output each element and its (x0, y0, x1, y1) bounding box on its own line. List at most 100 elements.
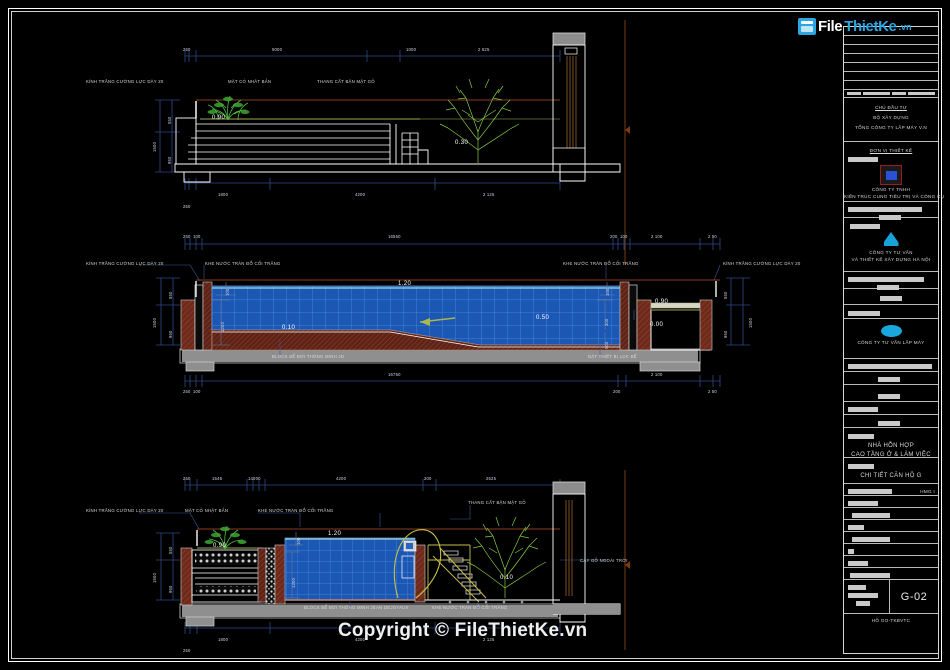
tb-info-3 (844, 520, 938, 532)
dim-bot-bot-3: 2 125 (483, 637, 495, 642)
dim-bot-inner-1: 100 (296, 537, 301, 545)
label-overflow-bot: KHE NƯỚC TRÀN ĐỔ CỐI TRẮNG (258, 508, 334, 513)
tb-blank-c (844, 289, 938, 305)
tb-blank-i (844, 415, 938, 428)
tb-project-line1: NHÀ HỖN HỢP (867, 443, 915, 449)
dim-mid-inner-3: 100 (605, 288, 610, 296)
dim-mid-top-3: 16550 (388, 234, 401, 239)
dim-mid-inner-2: 1200 (220, 321, 225, 332)
tb-project-block: NHÀ HỖN HỢP CAO TẦNG Ở & LÀM VIỆC (844, 428, 938, 458)
folder-icon (798, 18, 816, 35)
tb-info-4 (844, 532, 938, 544)
section-bottom-geometry (139, 470, 630, 650)
dim-bot-left-2: 550 (168, 546, 173, 554)
tb-owner-line1: BỘ XÂY DỰNG (873, 115, 909, 120)
label-glass-bot: KÍNH TRẮNG CƯỜNG LỰC DÀY 20 (86, 508, 164, 513)
dim-bot-left-3: 950 (168, 585, 173, 593)
section-top-geometry (155, 20, 630, 265)
dim-mid-top-4: 200 (610, 234, 618, 239)
tb-company1-line1: CÔNG TY TNHH (871, 187, 911, 192)
dim-mid-inner-5: 500 (604, 341, 609, 349)
dim-mid-left-2: 550 (168, 291, 173, 299)
tb-info-5 (844, 544, 938, 556)
tb-owner-block: CHỦ ĐẦU TƯ BỘ XÂY DỰNG TỔNG CÔNG TY LẮP … (844, 98, 938, 142)
dim-bot-top-5: 200 (424, 476, 432, 481)
label-filter-equipment: ĐẶT THIẾT BỊ LỌC BỂ (588, 354, 637, 359)
label-grass-top: MẶT CỎ NHÂT BẢN (228, 79, 272, 84)
tb-info-7 (844, 568, 938, 580)
dim-bot-1: 1800 (218, 192, 229, 197)
company-emblem-2-icon (883, 232, 899, 246)
dim-top-3: 1000 (406, 47, 417, 52)
tb-company1-line2: KIẾN TRÚC CUNG TIÊU TRỊ VÀ CÔNG CỤ (844, 194, 945, 199)
logo-text-thietke: ThietKe (844, 18, 897, 35)
tb-sheet-row: G-02 (844, 580, 938, 614)
label-stair-top: THANG CẤT BẬN MẶT GỖ (317, 79, 375, 84)
dim-mid-bot-5: 2 100 (651, 372, 663, 377)
label-overflow-mid-right: KHE NƯỚC TRÀN ĐỔ CỐI TRẮNG (563, 261, 639, 266)
dim-bot-bot-2: 4200 (355, 637, 366, 642)
tb-strip-6 (844, 72, 938, 81)
sheet-code: HỒ GO-TKBVTC (871, 618, 911, 623)
tb-code-small: HMG I (920, 489, 935, 494)
tb-strip-3 (844, 45, 938, 54)
label-grass-bot: MẶT CỎ NHẬT BẢN (185, 508, 229, 513)
watermark: Copyright © FileThietKe.vn (338, 620, 588, 641)
tb-sheet-code-row: HỒ GO-TKBVTC (844, 614, 938, 626)
company-emblem-3-icon (880, 325, 902, 337)
label-outdoor-tree: CÂY GỖ NGOÀI TRỜI (580, 558, 628, 563)
tb-company2-line2: VÀ THIẾT KẾ XÂY DỰNG HÀ NỘI (851, 257, 931, 262)
tb-owner-heading: CHỦ ĐẦU TƯ (875, 105, 907, 110)
dim-top-2: 5000 (272, 47, 283, 52)
company-emblem-1-icon (880, 165, 902, 185)
label-glass-mid-right: KÍNH TRẮNG CƯỜNG LỰC DÀY 20 (723, 261, 801, 266)
logo-text-file: File (818, 18, 843, 35)
dim-mid-inner-4: 300 (604, 318, 609, 326)
elevation-1-20-bot: 1.20 (328, 531, 342, 537)
tb-blank-a (844, 202, 938, 220)
dim-bot-top-1: 250 (183, 476, 191, 481)
dim-bot-left-1: 1500 (152, 572, 157, 583)
tb-company2-line1: CÔNG TY TƯ VẤN (869, 250, 913, 255)
tb-company3-line1: CÔNG TY TƯ VẤN LẮP MÁY (857, 340, 925, 345)
label-block-pool-bot: BLOCK BỂ BƠI THÔNG MINH JEAN DEJOYAUX (304, 605, 409, 610)
tb-detail-title: CHI TIẾT CĂN HỘ G (860, 473, 922, 479)
tb-company3-block: CÔNG TY TƯ VẤN LẮP MÁY (844, 319, 938, 359)
dim-mid-top-7: 2 50 (708, 234, 717, 239)
tb-sheet-right: G-02 (890, 580, 938, 613)
elevation-0-90-mid: 0.90 (655, 299, 669, 305)
tb-strip-2 (844, 36, 938, 45)
elevation-0-90-bot: 0.90 (213, 543, 227, 549)
sheet-number: G-02 (900, 590, 928, 603)
tb-info-1 (844, 496, 938, 508)
tb-designer-block: ĐƠN VỊ THIẾT KẾ CÔNG TY TNHH KIẾN TRÚC C… (844, 142, 945, 202)
tb-designer-heading: ĐƠN VỊ THIẾT KẾ (869, 148, 913, 153)
dim-mid-top-5: 100 (620, 234, 628, 239)
site-logo[interactable]: File ThietKe .vn (798, 18, 911, 35)
sheet-border-outer (8, 8, 942, 662)
tb-info-2 (844, 508, 938, 520)
dim-mid-bot-4: 200 (613, 389, 621, 394)
label-overflow-mid-left: KHE NƯỚC TRÀN ĐỔ CỐI TRẮNG (205, 261, 281, 266)
elevation-1-20-mid: 1.20 (398, 281, 412, 287)
dim-bot-bot-4: 250 (183, 648, 191, 653)
tb-blank-g (844, 385, 938, 402)
dim-mid-bot-1: 250 (183, 389, 191, 394)
elevation-0-10-bot: 0.10 (500, 575, 514, 581)
dim-bot-bot-1: 1800 (218, 637, 229, 642)
dim-mid-inner-1: 100 (225, 288, 230, 296)
dim-mid-top-6: 2 100 (651, 234, 663, 239)
dim-bot-3: 2 125 (483, 192, 495, 197)
tb-segment-row (844, 90, 938, 98)
dim-left-1: 1500 (152, 141, 157, 152)
tb-owner-line2: TỔNG CÔNG TY LẮP MÁY V.N (854, 125, 928, 130)
section-middle-geometry (139, 238, 750, 387)
tb-sheet-left (844, 580, 890, 613)
label-overflow-bot2: KHE NƯỚC TRÀN ĐỔ CỐI TRẮNG (432, 605, 508, 610)
elevation-0-90-top: 0.90 (212, 115, 226, 121)
dim-bot-top-6: 2625 (486, 476, 497, 481)
tb-project-line2: CAO TẦNG Ở & LÀM VIỆC (851, 452, 931, 458)
dim-bot-top-4: 4200 (336, 476, 347, 481)
